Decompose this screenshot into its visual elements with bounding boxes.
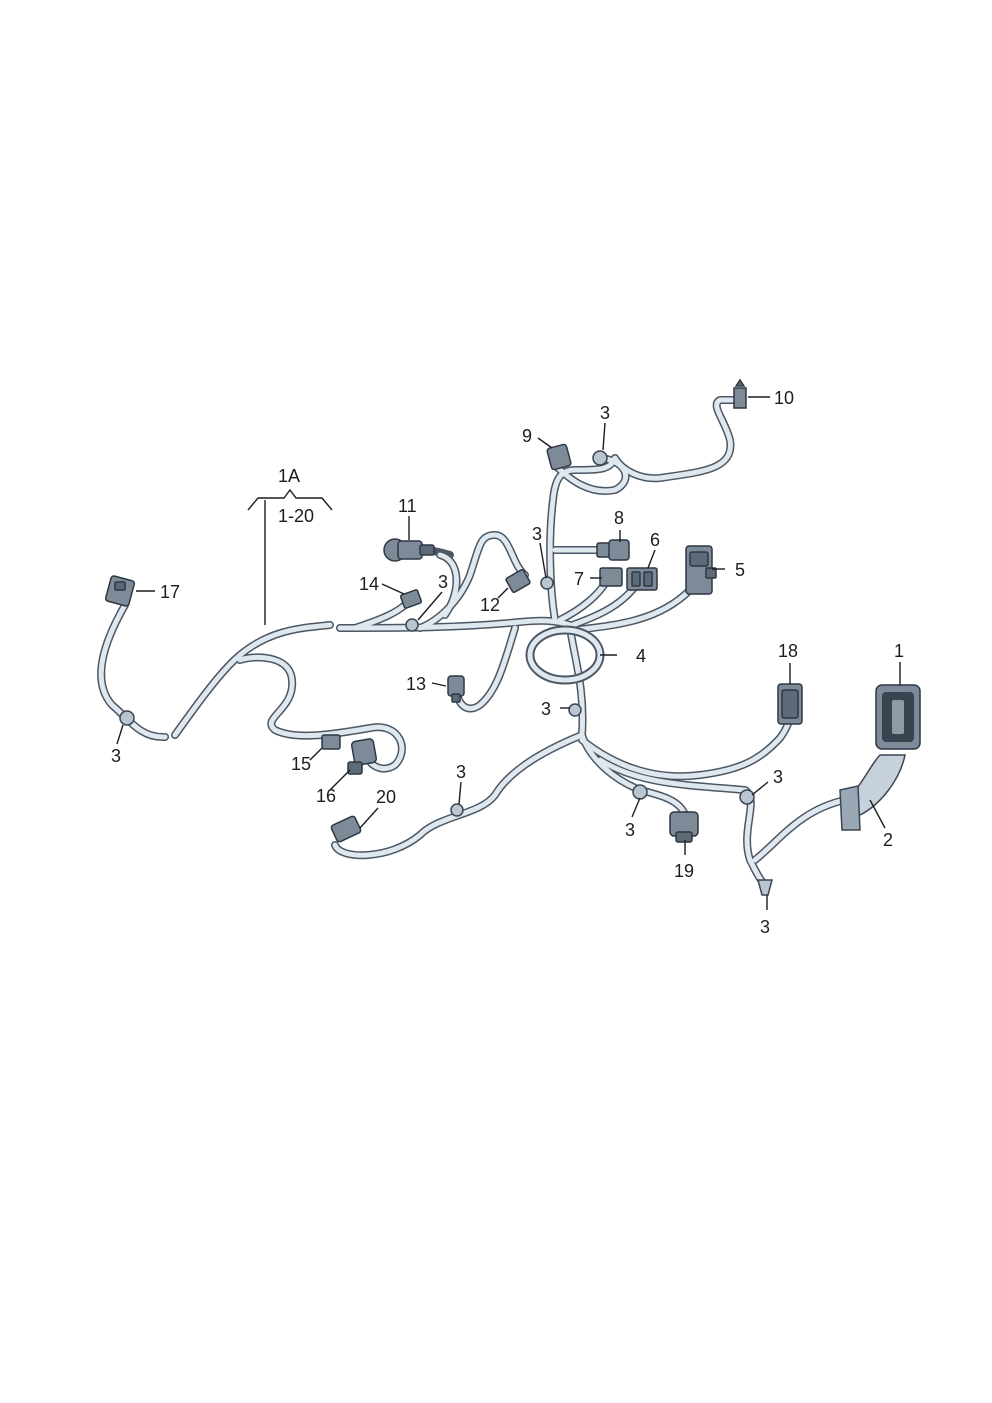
callout-3-lower-mid: 3 <box>625 820 635 840</box>
callout-3-bottom: 3 <box>760 917 770 937</box>
callout-3-left: 3 <box>111 746 121 766</box>
connector-14 <box>399 589 423 609</box>
clip-3i <box>757 879 773 896</box>
clip-3d <box>592 450 608 466</box>
leader-lines <box>116 396 901 910</box>
callout-17: 17 <box>160 582 180 602</box>
connector-12 <box>505 569 531 593</box>
connectors <box>104 378 921 843</box>
connector-15 <box>321 734 341 750</box>
clip-3g <box>632 784 648 800</box>
wire-harness <box>97 396 849 889</box>
connector-9 <box>546 443 572 471</box>
connector-housing-1 <box>875 684 921 750</box>
connector-17 <box>104 575 136 607</box>
callout-6: 6 <box>650 530 660 550</box>
connector-18 <box>777 683 803 725</box>
group-label: 1A <box>278 466 300 486</box>
callout-10: 10 <box>774 388 794 408</box>
callout-labels: 1A 1-20 1 2 18 3 19 3 3 5 6 7 8 9 3 10 3… <box>111 388 904 937</box>
callout-1: 1 <box>894 641 904 661</box>
callout-9: 9 <box>522 426 532 446</box>
connector-7 <box>599 567 623 587</box>
callout-14: 14 <box>359 574 379 594</box>
callout-3-center-upper: 3 <box>532 524 542 544</box>
callout-2: 2 <box>883 830 893 850</box>
clip-3h <box>739 789 755 805</box>
connector-20 <box>330 815 362 843</box>
callout-18: 18 <box>778 641 798 661</box>
clip-3e <box>568 703 582 717</box>
connector-8 <box>596 539 630 561</box>
clip-3b <box>405 618 419 632</box>
callout-3-right: 3 <box>773 767 783 787</box>
connector-10 <box>733 378 747 409</box>
callout-16: 16 <box>316 786 336 806</box>
connector-16 <box>347 738 378 775</box>
connector-11 <box>383 538 435 562</box>
callout-15: 15 <box>291 754 311 774</box>
callout-20: 20 <box>376 787 396 807</box>
callout-7: 7 <box>574 569 584 589</box>
clips <box>119 450 773 896</box>
connector-13 <box>447 675 465 703</box>
conduit-2 <box>839 754 906 831</box>
callout-4: 4 <box>636 646 646 666</box>
callout-12: 12 <box>480 595 500 615</box>
callout-3-top: 3 <box>600 403 610 423</box>
callout-11: 11 <box>398 496 417 516</box>
callout-19: 19 <box>674 861 694 881</box>
callout-5: 5 <box>735 560 745 580</box>
clip-3a <box>119 710 135 726</box>
callout-3-center: 3 <box>541 699 551 719</box>
callout-3-mid-lower: 3 <box>456 762 466 782</box>
connector-6 <box>626 567 658 591</box>
grommet-ring <box>525 625 605 685</box>
callout-3-left-mid: 3 <box>438 572 448 592</box>
group-range-label: 1-20 <box>278 506 314 526</box>
connector-19 <box>669 811 699 843</box>
callout-8: 8 <box>614 508 624 528</box>
clip-3c <box>540 576 554 590</box>
connector-5 <box>685 545 717 595</box>
group-bracket <box>247 488 333 625</box>
callout-13: 13 <box>406 674 426 694</box>
wire-branch-15-16 <box>236 653 406 773</box>
clip-3f <box>450 803 464 817</box>
